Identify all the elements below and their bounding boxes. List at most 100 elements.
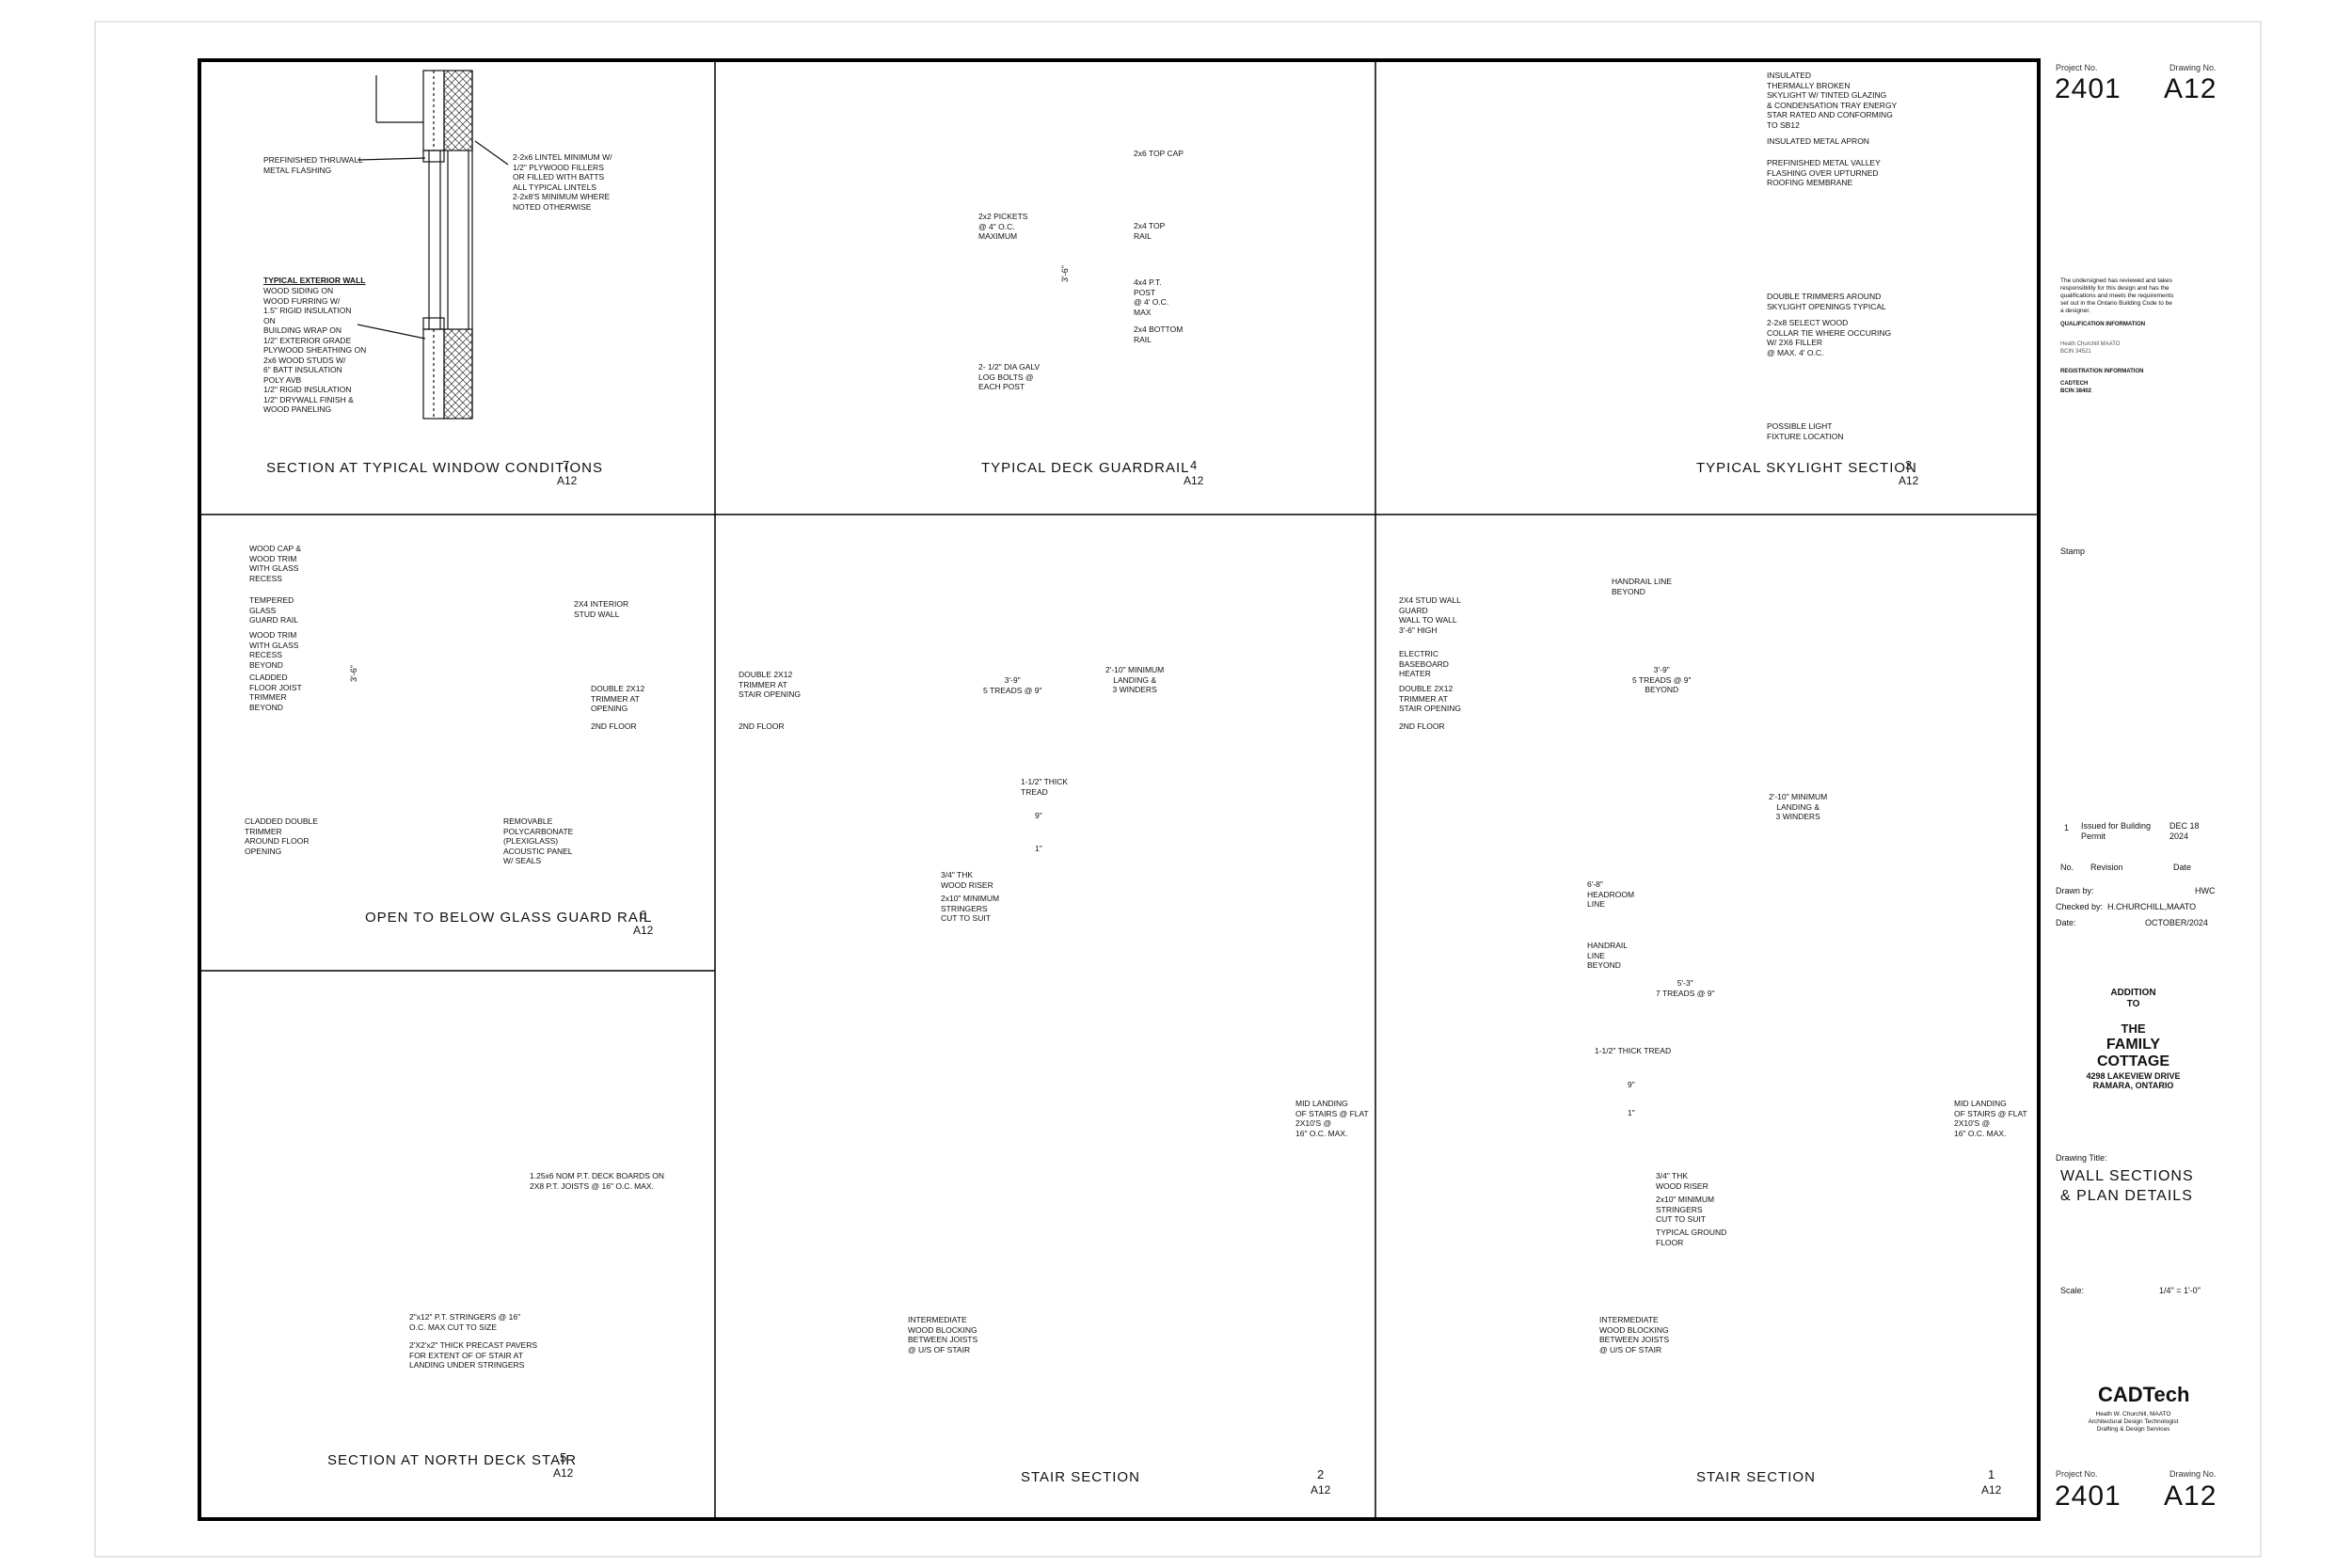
project-number: 2401 [2055, 73, 2122, 104]
note-trimmers: DOUBLE TRIMMERS AROUND SKYLIGHT OPENINGS… [1767, 292, 1886, 311]
note-bottom-rail: 2x4 BOTTOM RAIL [1134, 325, 1184, 344]
detail-1-number: 1 [1988, 1467, 1995, 1481]
drawing-no-label: Drawing No. [2169, 63, 2217, 72]
detail-6-title: OPEN TO BELOW GLASS GUARD RAIL [365, 910, 653, 926]
project-title-line-4: FAMILY [2106, 1036, 2161, 1053]
issue-description: Issued for Building Permit [2081, 821, 2152, 841]
note-floor-joist: CLADDED FLOOR JOIST TRIMMER BEYOND [249, 673, 302, 712]
stamp-label: Stamp [2060, 546, 2086, 556]
note-blocking-1: INTERMEDIATE WOOD BLOCKING BETWEEN JOIST… [1599, 1315, 1670, 1354]
detail-2-sheet: A12 [1311, 1483, 1331, 1497]
note-collar-tie: 2-2x8 SELECT WOOD COLLAR TIE WHERE OCCUR… [1767, 318, 1892, 357]
note-treads-1b: 5'-3" 7 TREADS @ 9" [1656, 978, 1715, 998]
detail-7-title: SECTION AT TYPICAL WINDOW CONDITIONS [266, 460, 603, 476]
detail-4-sheet: A12 [1184, 474, 1204, 487]
drawing-no-label-bottom: Drawing No. [2169, 1469, 2217, 1479]
detail-1-sheet: A12 [1981, 1483, 2002, 1497]
detail-6-number: 6 [640, 908, 647, 922]
drawing-title-label: Drawing Title: [2056, 1153, 2107, 1163]
note-mid-landing-2: MID LANDING OF STAIRS @ FLAT 2X10'S @ 16… [1295, 1099, 1369, 1138]
qualification-info: Heath Churchill MAATO BCIN 34521 [2060, 341, 2121, 355]
drawing-number: A12 [2164, 73, 2217, 104]
project-title-line-1: ADDITION [2110, 988, 2156, 998]
note-valley: PREFINISHED METAL VALLEY FLASHING OVER U… [1767, 158, 1881, 187]
note-top-cap: 2x6 TOP CAP [1134, 149, 1184, 158]
project-no-label-bottom: Project No. [2056, 1469, 2098, 1479]
date-label: Date: [2056, 918, 2076, 927]
issue-number: 1 [2064, 823, 2070, 832]
detail-3-sheet: A12 [1899, 474, 1919, 487]
qualification-label: QUALIFICATION INFORMATION [2060, 322, 2146, 327]
note-baseboard-heater: ELECTRIC BASEBOARD HEATER [1399, 649, 1449, 678]
note-skylight: INSULATED THERMALLY BROKEN SKYLIGHT W/ T… [1767, 71, 1898, 130]
detail-2-title: STAIR SECTION [1021, 1469, 1140, 1485]
project-title-line-2: TO [2126, 998, 2140, 1009]
detail-6-sheet: A12 [633, 924, 654, 937]
note-exterior-wall: WOOD SIDING ON WOOD FURRING W/ 1.5" RIGI… [263, 286, 367, 414]
note-stud-guard: 2X4 STUD WALL GUARD WALL TO WALL 3'-6" H… [1399, 595, 1461, 635]
drawing-title-line-2: & PLAN DETAILS [2060, 1188, 2193, 1204]
project-no-label: Project No. [2056, 63, 2098, 72]
detail-5-number: 5 [560, 1450, 567, 1465]
note-2nd-floor-6: 2ND FLOOR [591, 721, 637, 731]
detail-5-sheet: A12 [553, 1466, 574, 1480]
registration-info: CADTECH BCIN 38402 [2060, 381, 2092, 394]
note-pickets: 2x2 PICKETS @ 4" O.C. MAXIMUM [978, 212, 1028, 241]
note-landing-1: 2'-10" MINIMUM LANDING & 3 WINDERS [1769, 792, 1828, 821]
issue-date: DEC 18 2024 [2169, 821, 2200, 841]
note-treads-1: 3'-9" 5 TREADS @ 9" BEYOND [1632, 665, 1692, 694]
detail-7-sheet: A12 [557, 474, 578, 487]
note-treads-2: 3'-9" 5 TREADS @ 9" [983, 675, 1042, 695]
checked-by: H.CHURCHILL,MAATO [2107, 902, 2197, 911]
note-mid-landing-1: MID LANDING OF STAIRS @ FLAT 2X10'S @ 16… [1954, 1099, 2027, 1138]
scale-label: Scale: [2060, 1286, 2085, 1295]
note-wood-cap: WOOD CAP & WOOD TRIM WITH GLASS RECESS [249, 544, 302, 583]
project-address-line-2: RAMARA, ONTARIO [2092, 1081, 2174, 1091]
note-wall-heading: TYPICAL EXTERIOR WALL [263, 276, 366, 285]
dim-9-1: 9" [1628, 1080, 1635, 1089]
note-deck-boards: 1.25x6 NOM P.T. DECK BOARDS ON 2X8 P.T. … [530, 1171, 664, 1191]
note-stringer-2: 2x10" MINIMUM STRINGERS CUT TO SUIT [941, 894, 1000, 923]
note-stringers: 2"x12" P.T. STRINGERS @ 16" O.C. MAX CUT… [409, 1312, 521, 1332]
detail-3-number: 3 [1905, 458, 1913, 472]
project-title-line-5: COTTAGE [2096, 1053, 2170, 1070]
detail-3-title: TYPICAL SKYLIGHT SECTION [1696, 460, 1917, 476]
note-flashing: PREFINISHED THRUWALL METAL FLASHING [263, 155, 363, 175]
drawn-by-label: Drawn by: [2056, 886, 2094, 895]
note-headroom: 6'-8" HEADROOM LINE [1587, 879, 1635, 909]
note-double-trimmer-1: DOUBLE 2X12 TRIMMER AT STAIR OPENING [1399, 684, 1461, 713]
dim-guard-height: 3'-6" [1060, 265, 1070, 282]
dim-1-1: 1" [1628, 1108, 1635, 1117]
note-riser-2: 3/4" THK WOOD RISER [941, 870, 993, 890]
drawn-by: HWC [2195, 886, 2216, 895]
dim-9-2: 9" [1035, 811, 1042, 820]
dim-glass-height: 3'-6" [349, 665, 358, 682]
note-double-trimmer-2: DOUBLE 2X12 TRIMMER AT STAIR OPENING [739, 670, 801, 699]
project-address-line-1: 4298 LAKEVIEW DRIVE [2086, 1070, 2181, 1081]
detail-4-title: TYPICAL DECK GUARDRAIL [981, 460, 1190, 476]
note-lintel: 2-2x6 LINTEL MINIMUM W/ 1/2" PLYWOOD FIL… [513, 152, 612, 212]
detail-5-title: SECTION AT NORTH DECK STAIR [327, 1452, 578, 1468]
note-stringer-1: 2x10" MINIMUM STRINGERS CUT TO SUIT [1656, 1195, 1715, 1224]
firm-subtitle: Heath W. Churchill, MAATO Architectural … [2088, 1411, 2179, 1433]
note-ground-floor: TYPICAL GROUND FLOOR [1656, 1227, 1727, 1247]
project-number-bottom: 2401 [2055, 1481, 2122, 1512]
note-interior-stud: 2X4 INTERIOR STUD WALL [574, 599, 629, 619]
detail-4-number: 4 [1190, 458, 1198, 472]
note-light-fixture: POSSIBLE LIGHT FIXTURE LOCATION [1767, 421, 1844, 441]
note-log-bolts: 2- 1/2" DIA GALV LOG BOLTS @ EACH POST [978, 362, 1041, 391]
registration-label: REGISTRATION INFORMATION [2060, 369, 2144, 374]
rev-header-revision: Revision [2090, 863, 2123, 872]
note-blocking-2: INTERMEDIATE WOOD BLOCKING BETWEEN JOIST… [908, 1315, 978, 1354]
project-title-line-3: THE [2121, 1022, 2146, 1036]
detail-7-drawing [357, 70, 509, 420]
rev-header-no: No. [2060, 863, 2074, 872]
note-riser-1: 3/4" THK WOOD RISER [1656, 1171, 1708, 1191]
rev-header-date: Date [2173, 863, 2192, 872]
scale-value: 1/4" = 1'-0" [2159, 1286, 2201, 1295]
detail-2-number: 2 [1317, 1467, 1325, 1481]
note-handrail-beyond: HANDRAIL LINE BEYOND [1612, 577, 1672, 596]
drawing-number-bottom: A12 [2164, 1481, 2217, 1512]
note-cladded-trimmer: CLADDED DOUBLE TRIMMER AROUND FLOOR OPEN… [245, 816, 318, 856]
